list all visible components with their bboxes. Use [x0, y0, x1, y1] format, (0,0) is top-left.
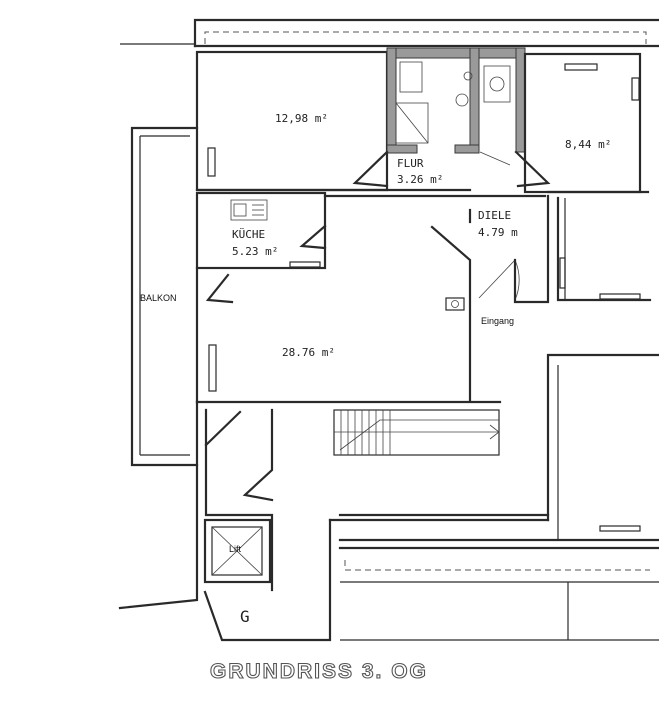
diele: [323, 194, 550, 402]
flur-walls: [195, 150, 551, 192]
flur-name: FLUR: [397, 157, 424, 170]
plan-title: GRUNDRISS 3. OG: [210, 660, 428, 683]
room-12-98-area: 12,98 m²: [275, 112, 328, 125]
kueche-name: KÜCHE: [232, 228, 265, 241]
lift-label: Lift: [229, 544, 242, 554]
living-room: [195, 266, 502, 404]
flur-area: 3.26 m²: [397, 173, 443, 186]
room-8-44: [523, 52, 650, 194]
roof-outline: [120, 18, 659, 48]
right-lower-block: [338, 353, 659, 641]
kitchen: [195, 191, 327, 270]
balcony: [130, 126, 199, 467]
room-8-44-area: 8,44 m²: [565, 138, 611, 151]
balkon-label: BALKON: [140, 293, 177, 303]
diele-area: 4.79 m: [478, 226, 518, 239]
kueche-area: 5.23 m²: [232, 245, 278, 258]
right-side-room: [556, 196, 652, 302]
stairwell: [118, 400, 550, 642]
bathroom: [386, 47, 526, 166]
eingang-label: Eingang: [481, 316, 514, 326]
g-mark: G: [240, 607, 250, 626]
living-area: 28.76 m²: [282, 346, 335, 359]
diele-name: DIELE: [478, 209, 511, 222]
staircase: [333, 409, 500, 456]
